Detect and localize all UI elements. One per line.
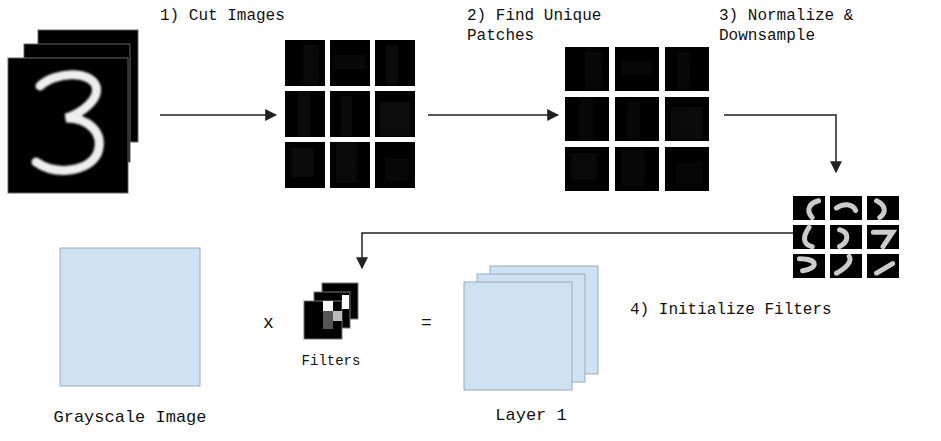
patch bbox=[830, 225, 862, 249]
patch bbox=[665, 147, 709, 191]
patch bbox=[285, 91, 325, 137]
cut-patches bbox=[285, 40, 415, 188]
patch-stroke bbox=[299, 96, 309, 133]
node-caption: Filters bbox=[302, 351, 361, 371]
patch-stroke bbox=[873, 232, 892, 246]
patch bbox=[565, 147, 609, 191]
patch-stroke bbox=[836, 205, 855, 211]
patch-stroke bbox=[293, 151, 312, 174]
patch bbox=[615, 47, 659, 91]
patch bbox=[867, 196, 899, 220]
node-caption: Layer 1 bbox=[495, 406, 566, 426]
unique-patches bbox=[565, 47, 709, 191]
patch bbox=[793, 225, 825, 249]
patch-stroke bbox=[624, 151, 643, 182]
patch-stroke bbox=[678, 56, 689, 87]
operator-symbol: x bbox=[263, 313, 274, 333]
step-label: 2) Find Unique Patches bbox=[467, 6, 627, 46]
patch bbox=[793, 196, 825, 220]
patch bbox=[330, 142, 370, 188]
downsampled-patches bbox=[793, 196, 899, 278]
patch-stroke bbox=[877, 264, 893, 274]
feature-maps bbox=[464, 266, 598, 390]
patch bbox=[330, 91, 370, 137]
patch-stroke bbox=[799, 259, 814, 271]
filter-icon bbox=[304, 283, 358, 339]
patch-stroke bbox=[805, 227, 813, 246]
patch bbox=[330, 40, 370, 86]
layer-box: Layer 1 bbox=[464, 266, 598, 390]
patch-stroke bbox=[574, 156, 594, 178]
patch bbox=[665, 97, 709, 141]
patch-stroke bbox=[877, 201, 885, 218]
patch bbox=[793, 254, 825, 278]
step-label: 4) Initialize Filters bbox=[630, 300, 832, 320]
patch bbox=[375, 91, 415, 137]
patch bbox=[867, 225, 899, 249]
patch-stroke bbox=[587, 56, 600, 87]
patch bbox=[565, 47, 609, 91]
patch bbox=[830, 196, 862, 220]
arrow bbox=[160, 114, 276, 116]
patch-stroke bbox=[840, 230, 847, 247]
patch bbox=[615, 97, 659, 141]
patch bbox=[285, 142, 325, 188]
patch-stroke bbox=[387, 160, 407, 178]
patch-stroke bbox=[387, 49, 397, 81]
digit-stack bbox=[8, 30, 138, 193]
image-square bbox=[60, 248, 200, 386]
patch-stroke bbox=[305, 49, 317, 81]
patch bbox=[565, 97, 609, 141]
patch-stroke bbox=[809, 201, 819, 218]
patch-stroke bbox=[383, 105, 407, 133]
patch-stroke bbox=[674, 110, 700, 136]
image-box: Grayscale Image bbox=[60, 248, 200, 386]
patch bbox=[867, 254, 899, 278]
step-label: 1) Cut Images bbox=[160, 6, 285, 26]
patch-stroke bbox=[624, 63, 650, 74]
filter-box: Filters bbox=[304, 283, 358, 339]
patch bbox=[665, 47, 709, 91]
arrow bbox=[724, 115, 836, 172]
node-caption: Grayscale Image bbox=[53, 408, 206, 428]
operator-symbol: = bbox=[421, 313, 432, 333]
step-label: 3) Normalize & Downsample bbox=[719, 6, 869, 46]
patch-stroke bbox=[338, 57, 362, 68]
arrow bbox=[428, 114, 558, 116]
patch bbox=[375, 40, 415, 86]
patch-stroke bbox=[628, 106, 638, 137]
patch bbox=[615, 147, 659, 191]
arrow bbox=[362, 233, 805, 268]
patch bbox=[830, 254, 862, 278]
patch-stroke bbox=[338, 147, 355, 179]
patch bbox=[285, 40, 325, 86]
patch bbox=[375, 142, 415, 188]
patch-stroke bbox=[581, 101, 592, 136]
patch-stroke bbox=[678, 165, 700, 183]
patch-stroke bbox=[836, 256, 850, 273]
patch-stroke bbox=[342, 100, 351, 132]
